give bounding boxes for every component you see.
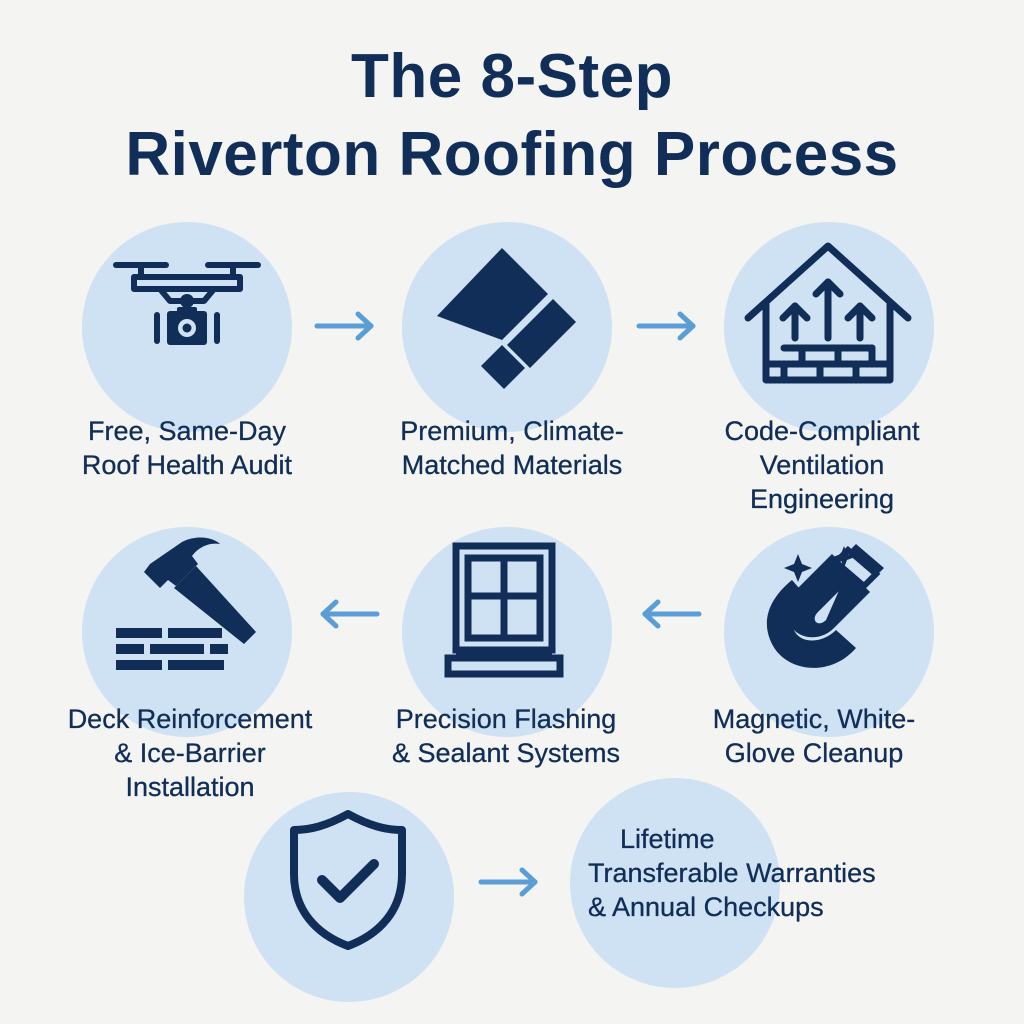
step-6-label: Deck Reinforcement & Ice-Barrier Install… [40, 702, 340, 804]
house-ventilation-icon [744, 242, 912, 384]
step-5-label-line-1: Precision Flashing [395, 704, 617, 734]
step-6-label-line-3: Installation [125, 772, 255, 802]
step-3-label-line-3: Engineering [749, 484, 895, 514]
step-1-label-line-1: Free, Same-Day [87, 416, 287, 446]
step-5-label: Precision Flashing & Sealant Systems [356, 702, 656, 770]
step-3-label-line-2: Ventilation [759, 450, 885, 480]
arrow-step-4-to-5 [642, 599, 702, 629]
step-1-label: Free, Same-Day Roof Health Audit [37, 414, 337, 482]
step-8-label-line-1: Lifetime [620, 824, 715, 854]
step-7-circle [244, 792, 454, 1002]
arrow-step-1-to-2 [314, 311, 374, 341]
step-2-label: Premium, Climate- Matched Materials [362, 414, 662, 482]
page-title: The 8-Step Riverton Roofing Process [0, 38, 1024, 194]
title-line-2: Riverton Roofing Process [125, 120, 899, 189]
arrow-step-5-to-6 [320, 599, 380, 629]
step-4-label: Magnetic, White- Glove Cleanup [664, 702, 964, 770]
hammer-deck-icon [116, 537, 256, 670]
step-8-label: Lifetime Transferable Warranties & Annua… [588, 822, 948, 924]
step-5-label-line-2: & Sealant Systems [391, 738, 621, 768]
step-2-label-line-1: Premium, Climate- [400, 416, 624, 446]
step-3-label-line-1: Code-Compliant [724, 416, 920, 446]
step-1-label-line-2: Roof Health Audit [81, 450, 293, 480]
step-6-label-line-1: Deck Reinforcement [67, 704, 313, 734]
arrow-step-2-to-3 [636, 311, 696, 341]
magnet-sparkle-icon [766, 544, 884, 668]
step-2-label-line-2: Matched Materials [401, 450, 623, 480]
step-8-circle [570, 778, 780, 988]
step-4-label-line-1: Magnetic, White- [712, 704, 916, 734]
drone-camera-icon [113, 262, 261, 345]
step-6-label-line-2: & Ice-Barrier [114, 738, 266, 768]
title-line-1: The 8-Step [351, 42, 673, 111]
step-4-label-line-2: Glove Cleanup [724, 738, 904, 768]
step-3-label: Code-Compliant Ventilation Engineering [672, 414, 972, 516]
step-8-label-line-3: & Annual Checkups [588, 892, 824, 922]
shingle-tiles-icon [437, 248, 576, 389]
step-8-label-line-2: Transferable Warranties [588, 858, 876, 888]
shield-check-icon [290, 810, 406, 950]
arrow-step-7-to-8 [478, 867, 538, 897]
window-flashing-icon [444, 542, 564, 678]
